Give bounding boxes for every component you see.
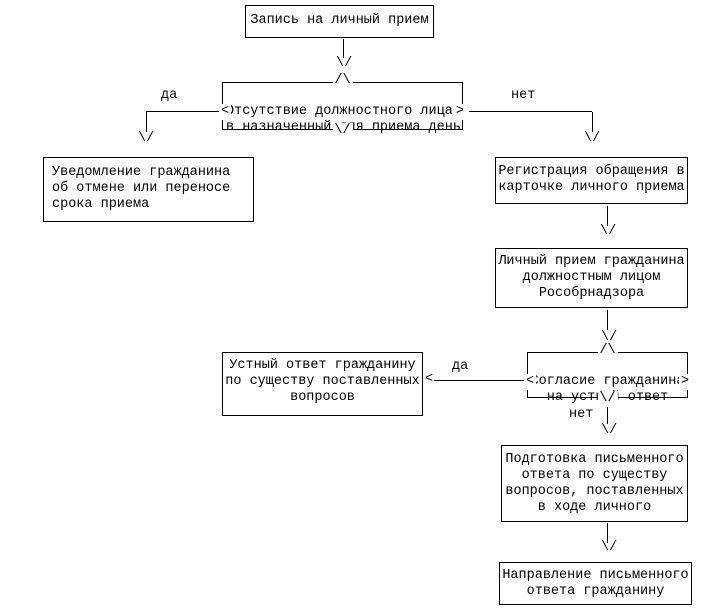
decision-top-icon: /\ [597,343,618,359]
connector-line [592,112,593,132]
decision-top-icon: /\ [332,73,353,89]
arrow-down-icon: \/ [601,423,618,438]
node-written-answer-preparation: Подготовка письменного ответа по существ… [501,445,688,522]
decision-official-absence: Отсутствие должностного лица в назначенн… [219,73,466,139]
connector-line [607,523,608,543]
connector-line [607,403,608,424]
node-cancellation-notice: Уведомление гражданина об отмене или пер… [43,157,254,222]
decision-bottom-icon: \/ [332,123,353,139]
decision-left-icon: < [219,104,232,120]
connector-line [607,310,608,330]
connector-line [434,380,524,381]
decision-right-icon: > [678,374,691,390]
arrow-down-icon: \/ [584,131,601,146]
node-appointment-booking: Запись на личный прием [245,5,434,38]
label-no: нет [569,407,594,422]
arrow-down-icon: \/ [601,540,618,555]
decision-right-icon: > [453,104,466,120]
arrow-down-icon: \/ [138,131,155,146]
node-application-registration: Регистрация обращения в карточке личного… [495,157,688,204]
label-yes: да [161,88,178,103]
connector-line [607,206,608,226]
decision-left-icon: < [524,374,537,390]
connector-line [343,39,344,58]
arrow-left-icon: < [425,372,434,387]
node-personal-reception: Личный прием гражданина должностным лицо… [495,248,688,308]
node-oral-answer: Устный ответ гражданину по существу пост… [222,352,423,416]
connector-line [146,111,219,112]
arrow-down-icon: \/ [601,330,618,345]
decision-oral-answer-consent: Согласие гражданина на устный ответ /\ \… [524,343,691,407]
connector-line [469,111,592,112]
arrow-down-icon: \/ [600,224,617,239]
connector-line [146,112,147,132]
label-yes: да [452,359,469,374]
arrow-down-icon: \/ [336,56,353,71]
decision-bottom-icon: \/ [597,391,618,407]
label-no: нет [511,88,536,103]
node-written-answer-dispatch: Направление письменного ответа гражданин… [499,562,692,605]
